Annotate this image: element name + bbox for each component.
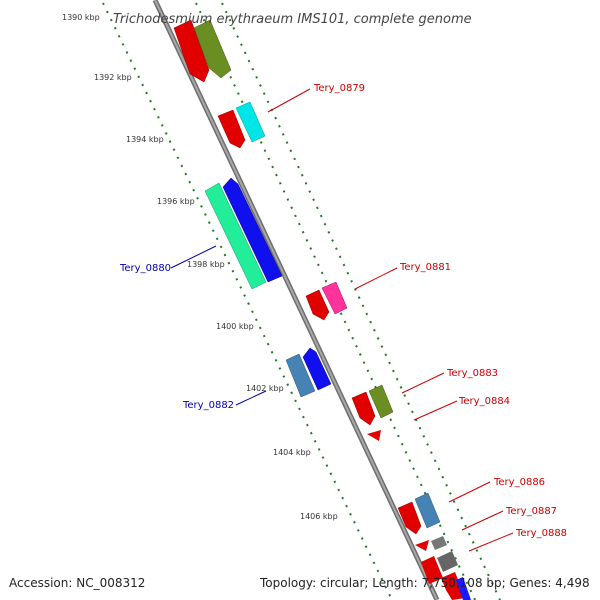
gene-arrow[interactable]: [222, 177, 283, 283]
gene-arrow[interactable]: [204, 182, 267, 290]
gene-label[interactable]: Tery_0886: [493, 477, 545, 488]
label-leader-line: [448, 481, 491, 503]
gene-arrow[interactable]: [421, 556, 443, 584]
label-leader-line: [267, 88, 311, 113]
tick-label: 1400 kbp: [216, 322, 254, 331]
tick-label: 1404 kbp: [273, 448, 311, 457]
label-leader-line: [235, 390, 267, 406]
gene-arrow[interactable]: [456, 577, 471, 600]
gene-arrow[interactable]: [367, 430, 381, 441]
label-leader-line: [413, 400, 458, 421]
gene-arrow[interactable]: [441, 572, 465, 600]
tick-label: 1394 kbp: [126, 135, 164, 144]
tick-label: 1398 kbp: [187, 260, 225, 269]
label-leader-line: [468, 532, 514, 552]
outer-dotted-ring-b: [221, 2, 501, 600]
label-leader-line: [461, 510, 504, 531]
gene-arrow[interactable]: [321, 281, 348, 315]
tick-label: 1406 kbp: [300, 512, 338, 521]
gene-arrow[interactable]: [397, 501, 422, 535]
gene-label[interactable]: Tery_0883: [446, 368, 498, 379]
gene-arrow[interactable]: [235, 101, 266, 143]
gene-arrow[interactable]: [302, 347, 332, 391]
label-leader-line: [401, 372, 445, 394]
gene-arrow[interactable]: [431, 536, 447, 550]
gene-features: [173, 19, 471, 600]
accession-text: Accession: NC_008312: [9, 576, 145, 590]
gene-arrow[interactable]: [437, 551, 458, 572]
gene-label[interactable]: Tery_0888: [515, 528, 567, 539]
gene-label[interactable]: Tery_0887: [505, 506, 557, 517]
minus-strand-features: [204, 177, 332, 398]
tick-label: 1392 kbp: [94, 73, 132, 82]
gene-label[interactable]: Tery_0880: [119, 263, 171, 274]
gene-arrow[interactable]: [217, 109, 246, 149]
map-title: Trichodesmium erythraeum IMS101, complet…: [113, 12, 472, 27]
label-leader-line: [170, 245, 217, 269]
gene-arrow[interactable]: [305, 289, 330, 321]
gene-arrow[interactable]: [368, 384, 394, 419]
gene-arrow[interactable]: [193, 19, 232, 79]
gene-arrow[interactable]: [173, 19, 210, 83]
genome-backbone-highlight: [154, 0, 438, 600]
gene-label[interactable]: Tery_0879: [313, 83, 365, 94]
tick-label: 1402 kbp: [246, 384, 284, 393]
gene-label[interactable]: Tery_0881: [399, 262, 451, 273]
gene-arrow[interactable]: [415, 540, 429, 551]
tick-label: 1390 kbp: [62, 13, 100, 22]
gene-label[interactable]: Tery_0882: [182, 400, 234, 411]
gene-label[interactable]: Tery_0884: [458, 396, 510, 407]
gene-arrow[interactable]: [414, 492, 441, 529]
coordinate-ticks: 1390 kbp 1392 kbp 1394 kbp 1396 kbp 1398 kbp…: [62, 13, 338, 521]
gene-arrow[interactable]: [351, 391, 376, 426]
gene-arrow[interactable]: [285, 353, 316, 398]
tick-label: 1396 kbp: [157, 197, 195, 206]
label-leader-line: [354, 267, 398, 290]
summary-text: Topology: circular; Length: 7,750,108 bp…: [259, 576, 590, 590]
